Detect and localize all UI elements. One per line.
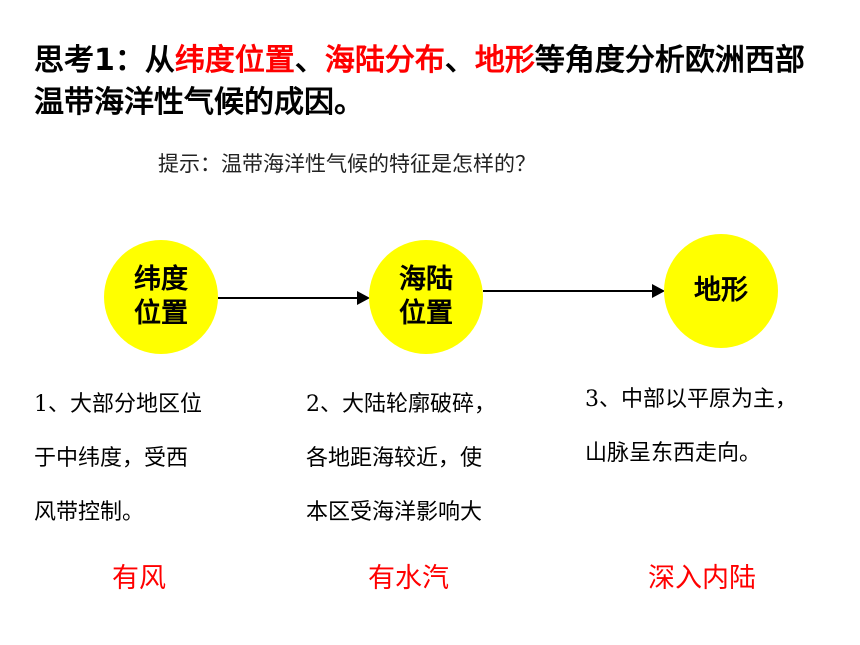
factor-circle-land-sea: 海陆位置 — [369, 240, 483, 354]
arrow-1 — [218, 291, 370, 305]
result-moisture: 有水汽 — [368, 563, 449, 594]
factor-circle-terrain: 地形 — [664, 234, 778, 348]
factor-circle-latitude: 纬度位置 — [104, 240, 218, 354]
result-inland: 深入内陆 — [648, 563, 756, 594]
description-1: 1、大部分地区位 于中纬度，受西 风带控制。 — [34, 392, 202, 525]
highlight-latitude: 纬度位置 — [174, 43, 295, 78]
arrow-2 — [483, 284, 665, 298]
description-2: 2、大陆轮廓破碎， 各地距海较近，使 本区受海洋影响大 — [306, 392, 496, 525]
highlight-land-sea: 海陆分布 — [324, 43, 445, 78]
highlight-terrain: 地形 — [474, 43, 535, 78]
description-3: 3、中部以平原为主， 山脉呈东西走向。 — [585, 387, 797, 466]
result-wind: 有风 — [112, 563, 166, 594]
question-title: 思考1：从纬度位置、海陆分布、地形等角度分析欧洲西部温带海洋性气候的成因。 — [34, 43, 805, 120]
hint-text: 提示：温带海洋性气候的特征是怎样的？ — [158, 152, 536, 176]
